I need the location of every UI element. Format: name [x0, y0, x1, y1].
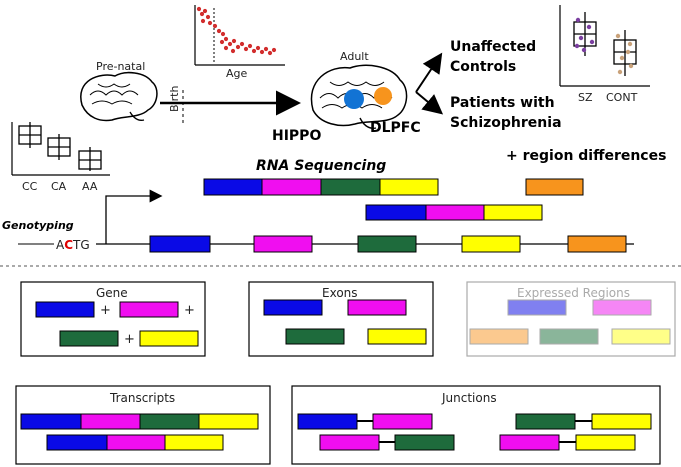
patients-arrow [415, 91, 444, 115]
age-scatter-point [231, 38, 237, 44]
age-scatter-point [230, 48, 236, 54]
age-scatter-point [247, 43, 253, 49]
exon-blue [149, 235, 211, 253]
age-scatter-point [271, 47, 277, 53]
dlpfc-region [374, 87, 392, 105]
exons-panel-title: Exons [322, 286, 358, 300]
expressed-regions-title: Expressed Regions [517, 286, 630, 300]
genotype-ca-label: CA [51, 180, 67, 193]
unaffected-label-line2: Controls [450, 59, 516, 75]
age-scatter-point [199, 11, 205, 17]
age-scatter-point [196, 6, 202, 12]
read-1-green [320, 178, 381, 196]
age-scatter-point [220, 31, 226, 37]
cont-point [628, 63, 634, 69]
cont-point [617, 69, 623, 75]
age-scatter-point [205, 14, 211, 20]
genotype-aa-label: AA [82, 180, 98, 193]
sz-point [581, 47, 587, 53]
exon-orange [567, 235, 627, 253]
cont-point [619, 55, 625, 61]
cont-point [625, 49, 631, 55]
patients-label-line2: Schizophrenia [450, 115, 562, 131]
sequence-text: ACTG [56, 238, 90, 252]
prenatal-brain-icon [80, 71, 158, 122]
region-differences-label: + region differences [506, 148, 666, 164]
cont-point [615, 33, 621, 39]
dlpfc-label: DLPFC [370, 120, 421, 136]
age-scatter-point [212, 23, 218, 29]
gene-panel-title: Gene [96, 286, 128, 300]
adult-brain-icon [310, 64, 408, 129]
genotyping-label: Genotyping [2, 219, 74, 232]
age-scatter-point [263, 46, 269, 52]
exon-magenta [253, 235, 313, 253]
gene-plus-3: + [124, 332, 135, 347]
age-scatter-point [223, 45, 229, 51]
sz-point [589, 39, 595, 45]
exon-yellow [461, 235, 521, 253]
transcripts-panel: Transcripts [15, 385, 271, 465]
age-scatter-plot [194, 5, 285, 66]
gene-track-exons [149, 235, 627, 253]
gene-plus-2: + [184, 303, 195, 318]
sz-label: SZ [578, 91, 593, 104]
unaffected-label-line1: Unaffected [450, 39, 536, 55]
birth-label: Birth [168, 86, 181, 112]
read-2-yellow [483, 204, 543, 221]
age-scatter-point [267, 50, 273, 56]
age-scatter-point [239, 41, 245, 47]
diagnosis-boxplot [559, 5, 650, 87]
age-scatter-point [243, 46, 249, 52]
junctions-panel-title: Junctions [441, 391, 497, 405]
age-scatter-point [255, 45, 261, 51]
cont-point [627, 41, 633, 47]
rnaseq-title: RNA Sequencing [256, 158, 386, 174]
expressed-regions-panel: Expressed Regions [466, 281, 676, 357]
transcripts-panel-title: Transcripts [109, 391, 175, 405]
sz-point [586, 24, 592, 30]
age-scatter-point [235, 44, 241, 50]
age-scatter-point [202, 8, 208, 14]
read-1-blue [203, 178, 263, 196]
exons-panel: Exons [248, 281, 434, 357]
prenatal-label: Pre-natal [96, 60, 145, 73]
read-2-blue [365, 204, 427, 221]
age-scatter-point [259, 49, 265, 55]
age-scatter-point [207, 20, 213, 26]
age-scatter-point [223, 36, 229, 42]
age-scatter-point [216, 28, 222, 34]
junctions-panel: Junctions [291, 385, 661, 465]
gene-panel: Gene + + + [20, 281, 206, 357]
read-1-yellow [379, 178, 439, 196]
adult-label: Adult [340, 50, 369, 63]
age-scatter-point [227, 41, 233, 47]
hippocampus-region [344, 89, 364, 109]
genotype-boxplot: CC CA AA [11, 122, 110, 193]
genotype-cc-label: CC [22, 180, 38, 193]
read-2-magenta [425, 204, 485, 221]
controls-arrow [415, 52, 443, 93]
age-scatter-point [200, 18, 206, 24]
hippo-label: HIPPO [272, 128, 321, 144]
read-orange [525, 178, 584, 196]
age-axis-label: Age [226, 67, 248, 80]
read-1-magenta [261, 178, 322, 196]
genotyping-arrow [105, 189, 163, 244]
patients-label-line1: Patients with [450, 95, 555, 111]
age-scatter-point [251, 48, 257, 54]
age-scatter-point [219, 39, 225, 45]
rnaseq-reads [203, 178, 584, 221]
sz-point [574, 43, 580, 49]
gene-plus-1: + [100, 303, 111, 318]
exon-green [357, 235, 417, 253]
cont-label: CONT [606, 91, 638, 104]
sz-point [578, 35, 584, 41]
sz-point [575, 17, 581, 23]
